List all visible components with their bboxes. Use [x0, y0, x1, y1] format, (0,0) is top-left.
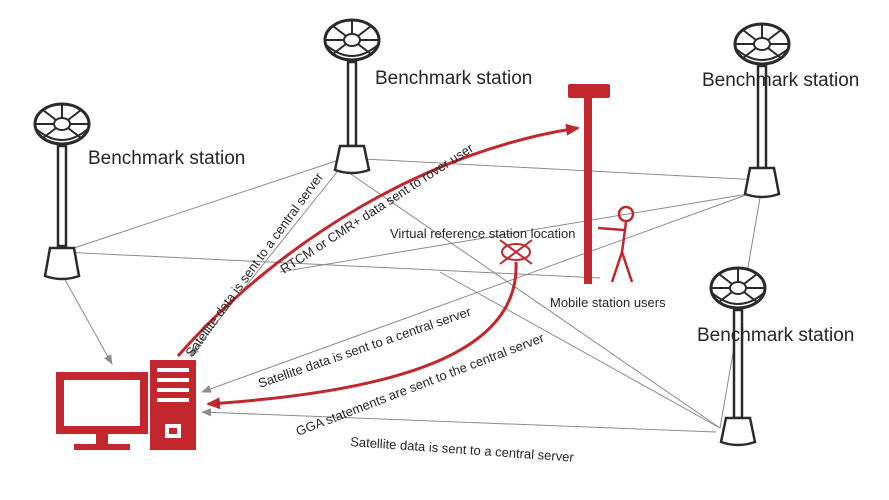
- sat-data-bottom-label: Satellite data is sent to a central serv…: [350, 434, 575, 465]
- gga-arrow: [206, 261, 518, 410]
- rtcm-arrow: [176, 123, 580, 357]
- gnss-antenna-icon: [323, 18, 381, 62]
- mobile-users-label: Mobile station users: [550, 295, 666, 310]
- station-bottom-right: [709, 266, 767, 447]
- virtual-station-icon: [499, 239, 533, 265]
- station-label-top-right: Benchmark station: [702, 70, 859, 91]
- station-label-bottom-right: Benchmark station: [697, 325, 854, 346]
- monitor-icon: [56, 372, 148, 450]
- gnss-antenna-icon: [733, 22, 791, 66]
- person-icon: [597, 205, 635, 283]
- station-left: [33, 102, 91, 281]
- station-top-right: [733, 22, 791, 199]
- network-lines: [61, 157, 761, 433]
- gnss-antenna-icon: [709, 266, 767, 310]
- station-label-top-center: Benchmark station: [375, 68, 532, 89]
- rover-pole-icon: [568, 84, 610, 284]
- gnss-antenna-icon: [33, 102, 91, 146]
- red-flow-arrows: [176, 123, 580, 410]
- virtual-reference-label: Virtual reference station location: [390, 226, 575, 241]
- server-tower-icon: [150, 360, 196, 450]
- sat-data-left-label: Satellite data is sent to a central serv…: [182, 169, 326, 360]
- station-top-center: [323, 18, 381, 175]
- station-label-left: Benchmark station: [88, 148, 245, 169]
- gga-statements-label: GGA statements are sent to the central s…: [294, 330, 547, 439]
